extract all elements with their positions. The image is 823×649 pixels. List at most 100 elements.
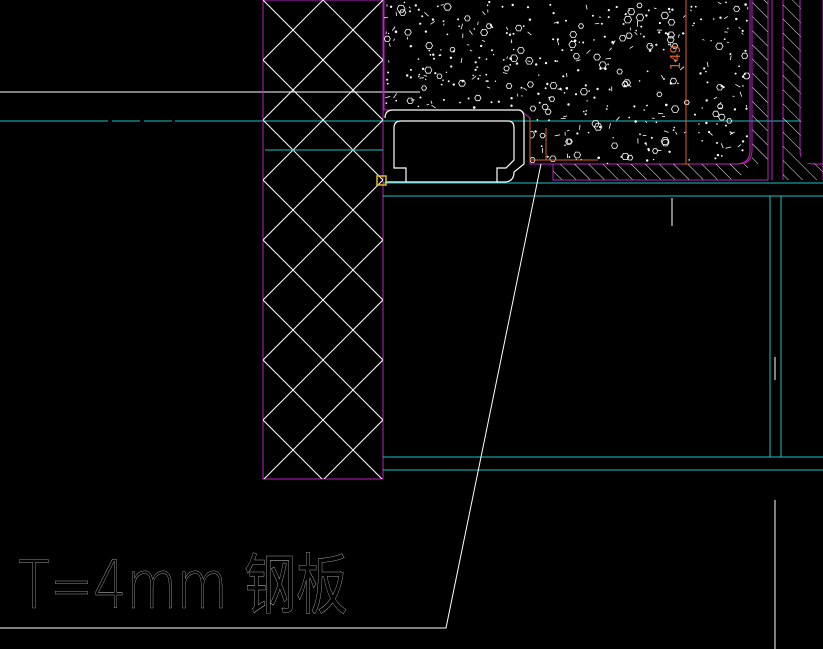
aggregate-speck (450, 65, 453, 68)
dimension-149[interactable]: 149 (669, 0, 690, 165)
aggregate-speck (459, 101, 461, 104)
aggregate-speck (452, 113, 460, 121)
hatched-ledge[interactable] (552, 0, 769, 181)
aggregate-speck (714, 157, 717, 160)
aggregate-speck (726, 41, 730, 44)
insulation-wall[interactable] (262, 0, 384, 540)
aggregate-speck (596, 87, 599, 91)
aggregate-speck (385, 96, 391, 99)
aggregate-speck (460, 57, 463, 64)
aggregate-speck (527, 60, 531, 63)
aggregate-speck (597, 156, 600, 160)
aggregate-speck (670, 43, 672, 48)
concrete-slab[interactable] (382, 0, 751, 166)
aggregate-speck (591, 120, 600, 128)
aggregate-speck (477, 77, 480, 80)
aggregate-speck (716, 123, 718, 125)
aggregate-speck (481, 11, 486, 16)
aggregate-speck (544, 87, 547, 90)
steel-channel[interactable] (384, 109, 525, 183)
aggregate-speck (635, 13, 645, 22)
aggregate-speck (725, 124, 727, 127)
aggregate-speck (623, 15, 633, 24)
aggregate-speck (650, 136, 653, 139)
aggregate-speck (440, 148, 450, 156)
aggregate-speck (496, 148, 500, 155)
aggregate-speck (538, 74, 540, 76)
aggregate-speck (432, 53, 435, 56)
aggregate-speck (472, 74, 475, 77)
aggregate-speck (508, 33, 512, 36)
aggregate-speck (526, 81, 534, 88)
aggregate-speck (578, 23, 585, 29)
aggregate-speck (413, 150, 417, 154)
aggregate-speck (478, 56, 481, 59)
aggregate-speck (452, 83, 455, 86)
aggregate-speck (734, 72, 737, 75)
aggregate-speck (554, 60, 557, 62)
aggregate-speck (394, 30, 398, 33)
aggregate-speck (666, 36, 675, 44)
aggregate-speck (461, 80, 464, 83)
aggregate-speck (446, 33, 449, 36)
aggregate-speck (593, 39, 595, 41)
aggregate-speck (608, 123, 611, 129)
aggregate-speck (521, 95, 523, 97)
aggregate-speck (744, 3, 747, 6)
aggregate-speck (708, 130, 711, 134)
aggregate-speck (716, 141, 718, 144)
aggregate-speck (464, 15, 471, 22)
aggregate-speck (457, 18, 460, 21)
aggregate-speck (741, 140, 745, 143)
aggregate-speck (554, 134, 560, 137)
aggregate-speck (519, 151, 524, 153)
aggregate-speck (439, 54, 442, 56)
aggregate-speck (570, 40, 573, 42)
aggregate-speck (615, 5, 618, 9)
aggregate-speck (556, 21, 559, 24)
aggregate-speck (646, 43, 654, 50)
aggregate-speck (745, 107, 748, 110)
aggregate-speck (712, 110, 720, 117)
aggregate-speck (578, 41, 581, 43)
aggregate-speck (705, 99, 708, 102)
aggregate-speck (442, 20, 445, 23)
right-column[interactable] (771, 0, 823, 180)
aggregate-speck (741, 29, 744, 32)
aggregate-speck (689, 9, 692, 12)
aggregate-speck (460, 23, 463, 30)
aggregate-speck (444, 135, 448, 140)
aggregate-speck (490, 101, 493, 104)
aggregate-speck (658, 31, 661, 34)
aggregate-speck (672, 129, 675, 132)
aggregate-speck (502, 59, 505, 61)
aggregate-speck (424, 158, 427, 161)
aggregate-speck (612, 40, 616, 45)
aggregate-speck (718, 102, 722, 106)
aggregate-speck (536, 119, 539, 121)
aggregate-speck (409, 45, 412, 48)
aggregate-speck (522, 25, 525, 27)
aggregate-speck (486, 80, 489, 82)
square-snap-icon[interactable] (376, 175, 387, 186)
aggregate-speck (703, 67, 706, 70)
annotation-label[interactable]: T=4mm 钢板 (18, 547, 348, 624)
aggregate-speck (421, 15, 424, 18)
aggregate-speck (599, 125, 602, 129)
aggregate-speck (606, 105, 609, 107)
aggregate-speck (470, 148, 473, 150)
aggregate-speck (661, 139, 670, 147)
aggregate-speck (710, 40, 712, 42)
aggregate-speck (556, 60, 558, 62)
aggregate-speck (405, 157, 408, 160)
aggregate-speck (719, 16, 722, 19)
aggregate-speck (660, 137, 670, 145)
aggregate-speck (501, 131, 504, 134)
aggregate-speck (384, 17, 388, 19)
aggregate-speck (527, 31, 532, 36)
aggregate-speck (573, 151, 582, 159)
aggregate-speck (682, 32, 685, 35)
aggregate-speck (458, 25, 460, 28)
